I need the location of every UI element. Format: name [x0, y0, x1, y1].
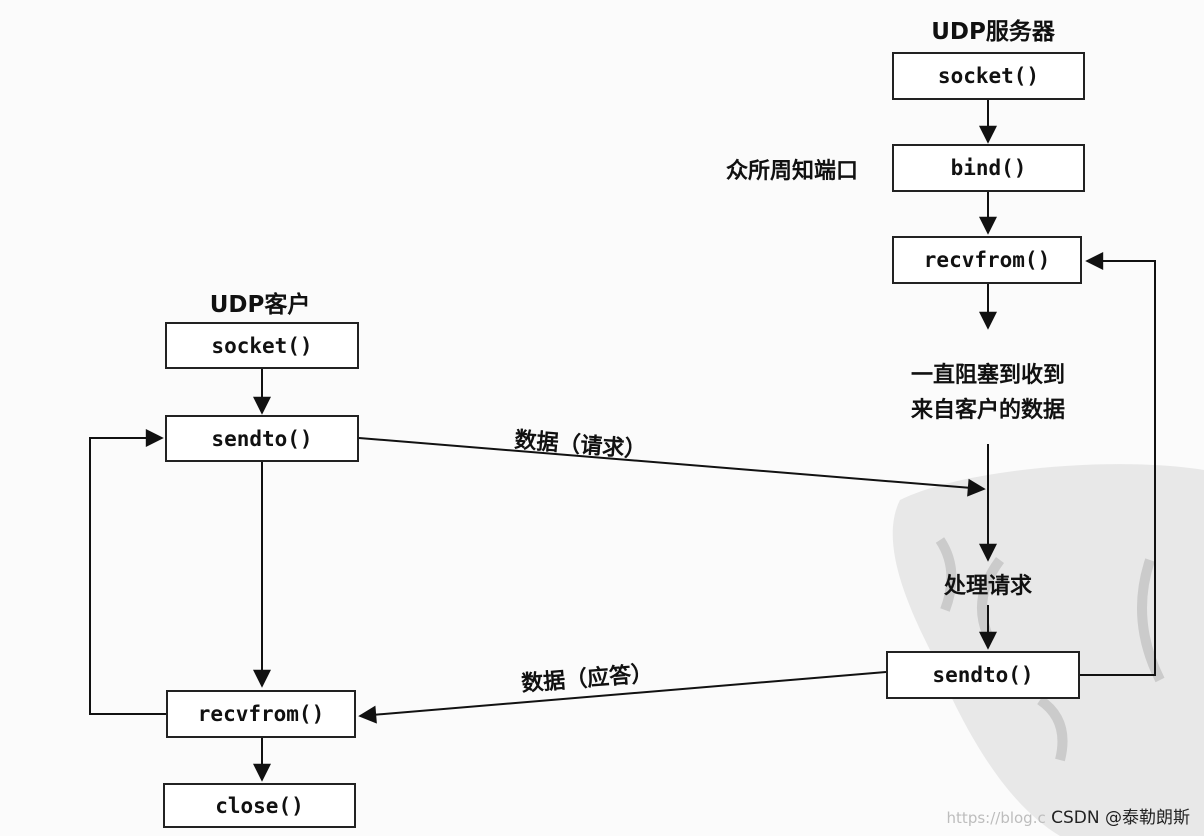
server-block-note-line2: 来自客户的数据: [910, 398, 1065, 423]
arrow-reply: [358, 671, 887, 724]
server-recvfrom-box: recvfrom(): [892, 236, 1082, 284]
client-socket-box: socket(): [165, 322, 359, 369]
server-loop-back: [1080, 252, 1156, 676]
server-sendto-box: sendto(): [886, 651, 1080, 699]
server-block-note-line1: 一直阻塞到收到: [910, 363, 1065, 388]
arrow-request: [358, 437, 986, 497]
client-close-box: close(): [163, 783, 356, 828]
server-title: UDP服务器: [931, 19, 1055, 45]
client-loop-back: [89, 429, 166, 715]
server-socket-box: socket(): [892, 52, 1085, 100]
client-title: UDP客户: [209, 292, 311, 318]
credit-text: CSDN @泰勒朗斯: [1051, 808, 1190, 828]
client-recvfrom-box: recvfrom(): [166, 690, 356, 738]
server-bind-box: bind(): [892, 144, 1085, 192]
csdn-credit: https://blog.c CSDN @泰勒朗斯: [947, 803, 1190, 828]
server-bind-note: 众所周知端口: [726, 159, 859, 184]
credit-url: https://blog.c: [946, 809, 1046, 827]
server-process-label: 处理请求: [943, 574, 1032, 599]
client-sendto-box: sendto(): [165, 415, 359, 462]
